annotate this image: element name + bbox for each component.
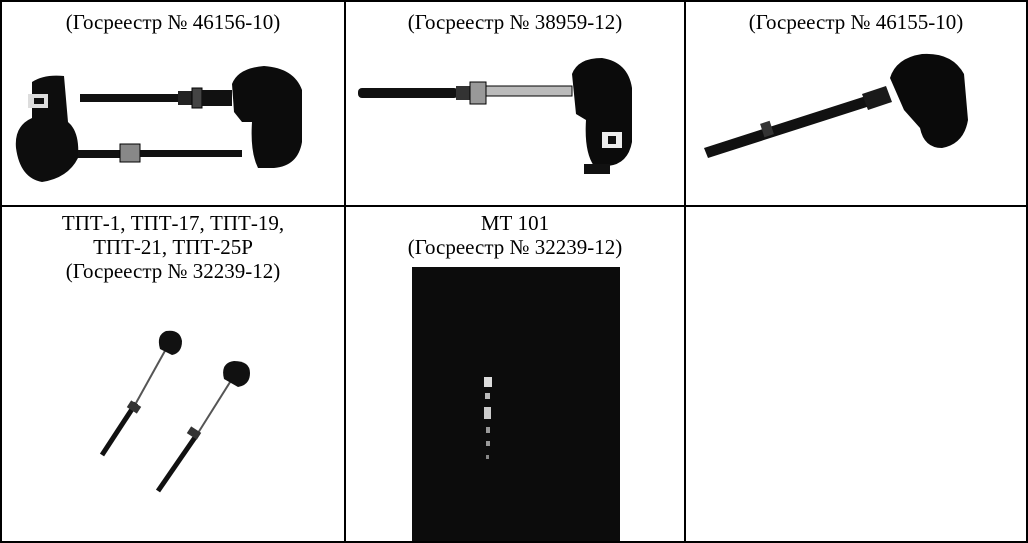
table-cell-5: МТ 101 (Госреестр № 32239-12)	[344, 205, 686, 543]
cell-caption: МТ 101 (Госреестр № 32239-12)	[346, 211, 684, 259]
thermocouple-diagonal-photo	[704, 53, 968, 158]
caption-line: (Госреестр № 46156-10)	[65, 10, 281, 34]
cell-caption: ТПТ-1, ТПТ-17, ТПТ-19, ТПТ-21, ТПТ-25Р (…	[2, 211, 344, 283]
thermometer-dark-panel-photo	[412, 267, 620, 541]
table-cell-3: (Госреестр № 46155-10)	[684, 0, 1028, 207]
caption-line: (Госреестр № 32239-12)	[407, 235, 623, 259]
caption-line: МТ 101	[480, 211, 550, 235]
caption-line: (Госреестр № 46155-10)	[748, 10, 964, 34]
table-cell-2: (Госреестр № 38959-12)	[344, 0, 686, 207]
cell-caption: (Госреестр № 46155-10)	[686, 10, 1026, 34]
caption-line: (Госреестр № 38959-12)	[407, 10, 623, 34]
caption-line: ТПТ-21, ТПТ-25Р	[93, 235, 253, 259]
table-cell-4: ТПТ-1, ТПТ-17, ТПТ-19, ТПТ-21, ТПТ-25Р (…	[0, 205, 346, 543]
cell-caption: (Госреестр № 38959-12)	[346, 10, 684, 34]
table-cell-1: (Госреестр № 46156-10)	[0, 0, 346, 207]
thermocouple-angled-head-photo	[358, 58, 632, 174]
thermocouple-small-pair-photo	[99, 330, 250, 493]
table-cell-6-empty	[684, 205, 1028, 543]
caption-line: (Госреестр № 32239-12)	[65, 259, 281, 283]
thermocouple-pair-photo	[15, 66, 302, 182]
caption-line: ТПТ-1, ТПТ-17, ТПТ-19,	[61, 211, 285, 235]
cell-caption: (Госреестр № 46156-10)	[2, 10, 344, 34]
